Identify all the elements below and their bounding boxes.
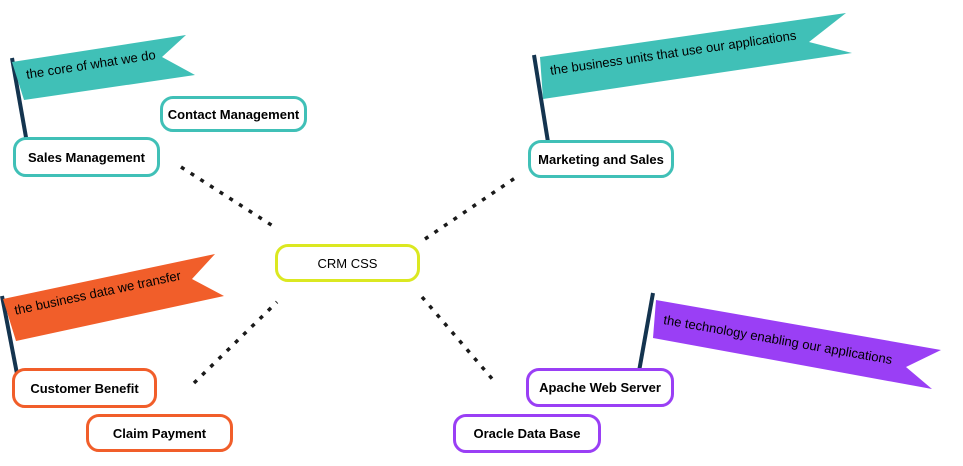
connector-center-to-customer xyxy=(192,300,279,385)
flag-banner-technology[interactable] xyxy=(653,300,941,389)
node-customer-benefit[interactable]: Customer Benefit xyxy=(12,368,157,408)
node-crm-css-center[interactable]: CRM CSS xyxy=(275,244,420,282)
node-contact-management[interactable]: Contact Management xyxy=(160,96,307,132)
node-marketing-and-sales[interactable]: Marketing and Sales xyxy=(528,140,674,178)
node-apache-web-server[interactable]: Apache Web Server xyxy=(526,368,674,407)
connector-center-to-sales xyxy=(180,165,277,230)
flag-banner-business-data[interactable] xyxy=(3,254,224,341)
flag-pole-technology xyxy=(636,292,655,378)
connector-center-to-marketing xyxy=(424,174,519,241)
node-sales-management[interactable]: Sales Management xyxy=(13,137,160,177)
node-oracle-data-base[interactable]: Oracle Data Base xyxy=(453,414,601,453)
node-claim-payment[interactable]: Claim Payment xyxy=(86,414,233,452)
flag-banner-business-units[interactable] xyxy=(540,13,852,99)
connector-center-to-apache xyxy=(420,295,496,383)
flag-pole-business-units xyxy=(532,54,550,143)
flag-pole-business-data xyxy=(0,295,20,380)
flag-banner-core[interactable] xyxy=(12,35,195,100)
flag-pole-core xyxy=(10,57,29,144)
